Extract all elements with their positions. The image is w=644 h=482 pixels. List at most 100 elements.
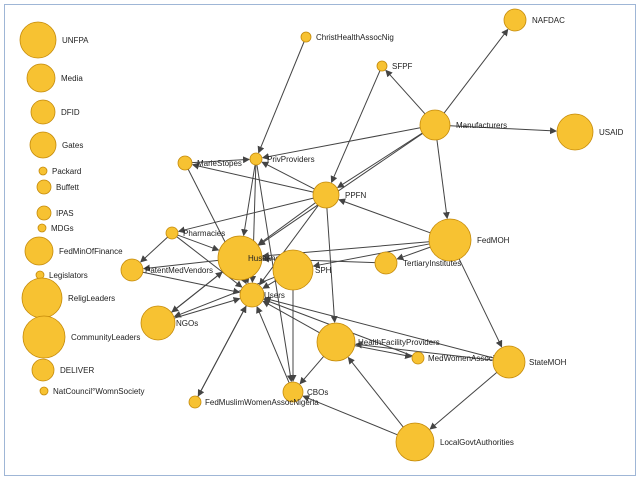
edge-FedMOH-to-TertiaryInstitutes	[396, 246, 431, 261]
node-HealthFacilityProviders[interactable]: HealthFacilityProviders	[316, 322, 440, 362]
edge-Manufacturers-to-PPFN	[336, 132, 423, 188]
edge-PPFN-to-Users	[259, 205, 319, 286]
node-circle-SFPF[interactable]	[376, 60, 388, 72]
node-Manufacturers[interactable]: Manufacturers	[419, 109, 507, 141]
node-circle-Buffett[interactable]	[36, 179, 52, 195]
edge-Manufacturers-to-USAID	[449, 125, 558, 135]
node-circle-Husbands[interactable]	[217, 235, 263, 281]
edge-PPFN-to-PrivProviders	[261, 161, 315, 190]
edge-Users-to-FedMuslimWomenAssocNigeria	[197, 305, 247, 397]
node-label-USAID: USAID	[599, 128, 624, 137]
node-MDGs[interactable]: MDGs	[37, 223, 74, 233]
node-label-MDGs: MDGs	[51, 224, 74, 233]
node-CBOs[interactable]: CBOs	[282, 381, 328, 403]
node-circle-Gates[interactable]	[29, 131, 57, 159]
node-NGOs[interactable]: NGOs	[140, 305, 198, 341]
node-label-MarieStopes: MarieStopes	[197, 159, 242, 168]
node-circle-CommunityLeaders[interactable]	[22, 315, 66, 359]
node-circle-CBOs[interactable]	[282, 381, 304, 403]
node-circle-NAFDAC[interactable]	[503, 8, 527, 32]
node-Users[interactable]: Users	[239, 282, 285, 308]
node-NAFDAC[interactable]: NAFDAC	[503, 8, 565, 32]
node-circle-ReligLeaders[interactable]	[21, 277, 63, 319]
node-label-PrivProviders: PrivProviders	[267, 155, 315, 164]
node-circle-Packard[interactable]	[38, 166, 48, 176]
node-USAID[interactable]: USAID	[556, 113, 624, 151]
node-circle-Users[interactable]	[239, 282, 265, 308]
node-Packard[interactable]: Packard	[38, 166, 81, 176]
node-circle-StateMOH[interactable]	[492, 345, 526, 379]
node-circle-HealthFacilityProviders[interactable]	[316, 322, 356, 362]
node-circle-MDGs[interactable]	[37, 223, 47, 233]
node-ReligLeaders[interactable]: ReligLeaders	[21, 277, 115, 319]
node-UNFPA[interactable]: UNFPA	[19, 21, 89, 59]
node-label-FedMOH: FedMOH	[477, 236, 510, 245]
node-Husbands[interactable]: Husbands	[217, 235, 284, 281]
node-label-PatentMedVendors: PatentMedVendors	[145, 266, 213, 275]
edge-Husbands-to-Users	[242, 275, 250, 284]
node-MedWomenAssocNigeria[interactable]: MedWomenAssocNigeria	[411, 351, 519, 365]
edge-LocalGovtAuthorities-to-CBOs	[302, 395, 398, 436]
node-circle-USAID[interactable]	[556, 113, 594, 151]
node-Gates[interactable]: Gates	[29, 131, 83, 159]
node-label-SPH: SPH	[315, 266, 332, 275]
node-ChristHealthAssocNig[interactable]: ChristHealthAssocNig	[300, 31, 394, 43]
edge-HealthFacilityProviders-to-CBOs	[299, 356, 324, 385]
edge-Manufacturers-to-NAFDAC	[443, 28, 509, 114]
node-label-Legislators: Legislators	[49, 271, 88, 280]
node-circle-PPFN[interactable]	[312, 181, 340, 209]
node-circle-PatentMedVendors[interactable]	[120, 258, 144, 282]
node-circle-FedMuslimWomenAssocNigeria[interactable]	[188, 395, 202, 409]
node-circle-FedMOH[interactable]	[428, 218, 472, 262]
node-DELIVER[interactable]: DELIVER	[31, 358, 94, 382]
edge-ChristHealthAssocNig-to-PrivProviders	[257, 41, 305, 154]
node-circle-LocalGovtAuthorities[interactable]	[395, 422, 435, 462]
node-label-ChristHealthAssocNig: ChristHealthAssocNig	[316, 33, 394, 42]
node-SFPF[interactable]: SFPF	[376, 60, 413, 72]
node-label-Packard: Packard	[52, 167, 81, 176]
node-label-Media: Media	[61, 74, 83, 83]
node-Buffett[interactable]: Buffett	[36, 179, 80, 195]
node-label-FedMinOfFinance: FedMinOfFinance	[59, 247, 123, 256]
node-circle-MarieStopes[interactable]	[177, 155, 193, 171]
node-LocalGovtAuthorities[interactable]: LocalGovtAuthorities	[395, 422, 514, 462]
node-circle-DFID[interactable]	[30, 99, 56, 125]
node-circle-DELIVER[interactable]	[31, 358, 55, 382]
node-Pharmacies[interactable]: Pharmacies	[165, 226, 225, 240]
node-circle-TertiaryInstitutes[interactable]	[374, 251, 398, 275]
edge-Husbands-to-PatentMedVendors	[142, 259, 219, 272]
node-CommunityLeaders[interactable]: CommunityLeaders	[22, 315, 140, 359]
node-PatentMedVendors[interactable]: PatentMedVendors	[120, 258, 213, 282]
edge-Pharmacies-to-Husbands	[177, 234, 220, 252]
node-label-Manufacturers: Manufacturers	[456, 121, 507, 130]
node-circle-UNFPA[interactable]	[19, 21, 57, 59]
node-TertiaryInstitutes[interactable]: TertiaryInstitutes	[374, 251, 461, 275]
node-label-PPFN: PPFN	[345, 191, 367, 200]
node-circle-NGOs[interactable]	[140, 305, 176, 341]
node-FedMOH[interactable]: FedMOH	[428, 218, 510, 262]
node-label-FedMuslimWomenAssocNigeria: FedMuslimWomenAssocNigeria	[205, 398, 319, 407]
node-circle-NatCouncilWomnSociety[interactable]	[39, 386, 49, 396]
node-DFID[interactable]: DFID	[30, 99, 80, 125]
node-label-UNFPA: UNFPA	[62, 36, 89, 45]
node-Media[interactable]: Media	[26, 63, 83, 93]
node-circle-Manufacturers[interactable]	[419, 109, 451, 141]
node-FedMuslimWomenAssocNigeria[interactable]: FedMuslimWomenAssocNigeria	[188, 395, 319, 409]
node-circle-IPAS[interactable]	[36, 205, 52, 221]
node-IPAS[interactable]: IPAS	[36, 205, 74, 221]
node-circle-Media[interactable]	[26, 63, 56, 93]
node-StateMOH[interactable]: StateMOH	[492, 345, 567, 379]
node-circle-Pharmacies[interactable]	[165, 226, 179, 240]
node-PrivProviders[interactable]: PrivProviders	[249, 152, 315, 166]
node-circle-FedMinOfFinance[interactable]	[24, 236, 54, 266]
node-SPH[interactable]: SPH	[272, 249, 332, 291]
node-circle-MedWomenAssocNigeria[interactable]	[411, 351, 425, 365]
node-circle-SPH[interactable]	[272, 249, 314, 291]
edge-SPH-to-Users	[262, 279, 277, 289]
node-MarieStopes[interactable]: MarieStopes	[177, 155, 242, 171]
node-PPFN[interactable]: PPFN	[312, 181, 367, 209]
node-circle-ChristHealthAssocNig[interactable]	[300, 31, 312, 43]
node-FedMinOfFinance[interactable]: FedMinOfFinance	[24, 236, 123, 266]
node-NatCouncilWomnSociety[interactable]: NatCouncil°WomnSociety	[39, 386, 145, 396]
node-circle-PrivProviders[interactable]	[249, 152, 263, 166]
